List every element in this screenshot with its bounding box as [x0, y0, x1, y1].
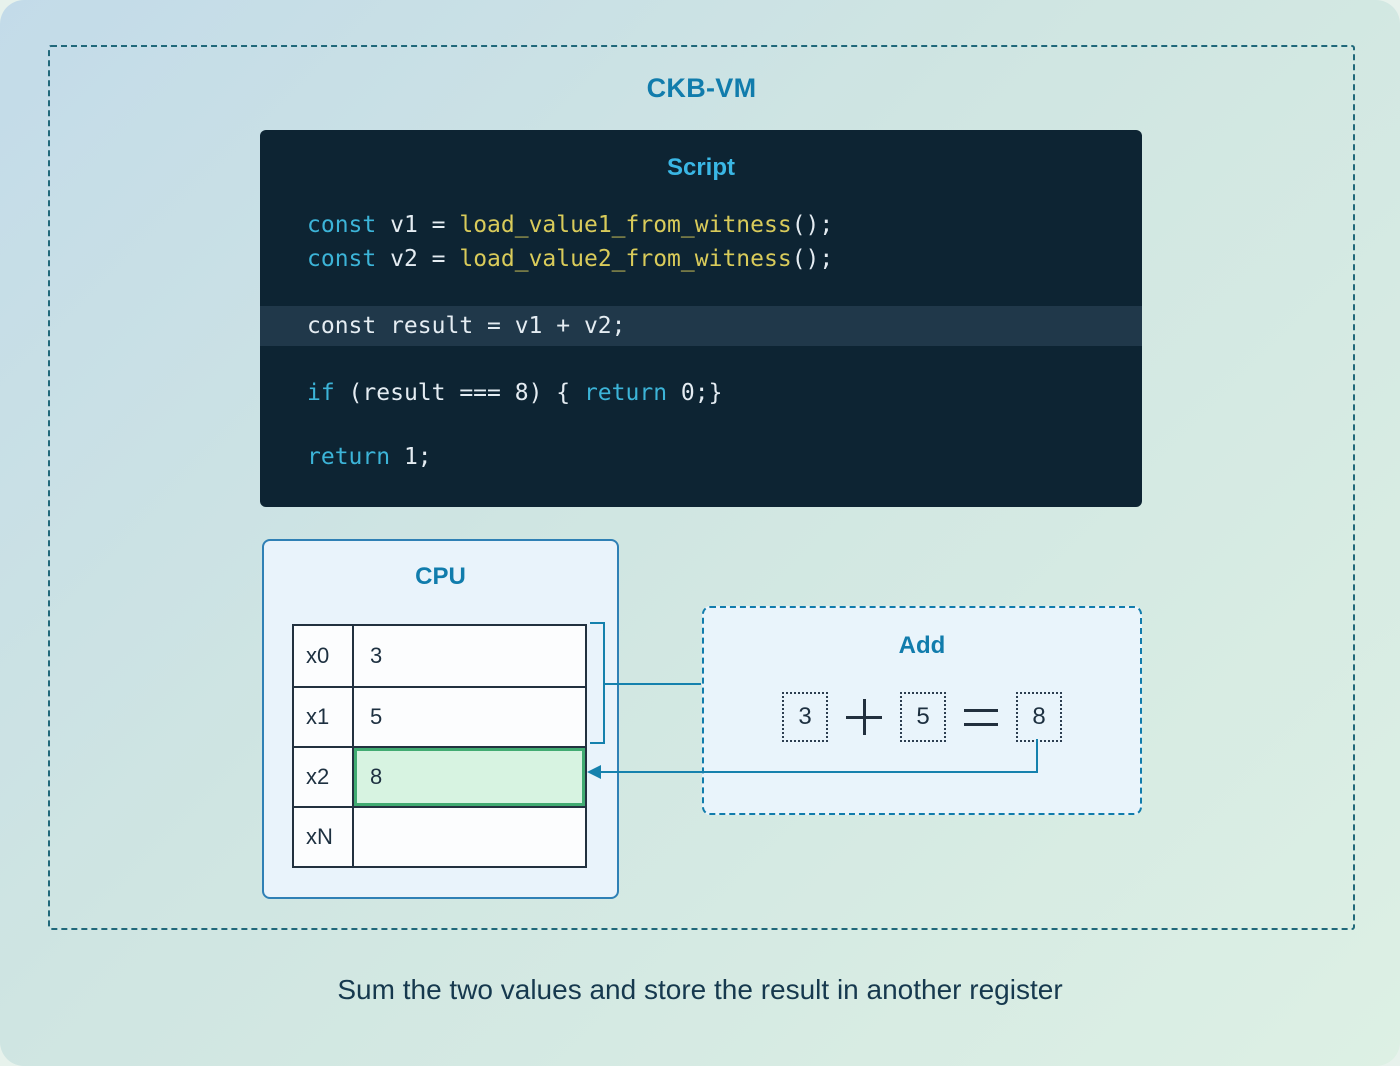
code-token-function: load_value2_from_witness	[459, 246, 792, 272]
caption: Sum the two values and store the result …	[337, 974, 1063, 1005]
code-token-plain: 1;	[390, 444, 432, 470]
script-title: Script	[666, 154, 735, 181]
register-row-x0: x0 3	[294, 626, 585, 686]
code-token-plain: v1 =	[376, 212, 460, 238]
code-token-plain: 0;}	[667, 380, 723, 406]
code-token-plain: const result = v1 + v2;	[307, 313, 626, 339]
script-panel: Script const v1 = load_value1_from_witne…	[260, 130, 1142, 507]
equals-icon: =	[964, 708, 998, 726]
operand-2: 5	[900, 692, 946, 742]
register-row-x1: x1 5	[294, 686, 585, 746]
plus-sign-text: +	[846, 699, 847, 700]
script-code: const v1 = load_value1_from_witness();co…	[260, 208, 1142, 474]
code-token-keyword: const	[307, 246, 377, 272]
register-name: xN	[294, 808, 354, 866]
vm-title: CKB-VM	[646, 73, 757, 103]
add-title: Add	[898, 632, 946, 659]
code-line: const v1 = load_value1_from_witness();	[260, 208, 1142, 242]
code-line: return 1;	[260, 440, 1142, 474]
code-line-blank	[260, 410, 1142, 440]
result-value: 8	[1016, 692, 1062, 742]
code-token-keyword: const	[307, 212, 377, 238]
register-value: 5	[370, 704, 383, 729]
register-name: x2	[294, 748, 354, 806]
add-panel: Add 3 + 5 = 8	[702, 606, 1142, 815]
code-token-plain: v2 =	[376, 246, 460, 272]
code-token-function: load_value1_from_witness	[459, 212, 792, 238]
code-line: const v2 = load_value2_from_witness();	[260, 242, 1142, 276]
code-line-highlighted: const result = v1 + v2;	[260, 306, 1142, 346]
register-name: x1	[294, 688, 354, 746]
code-token-keyword: return	[583, 380, 668, 406]
register-value: 8	[354, 748, 585, 806]
cpu-title: CPU	[415, 563, 466, 590]
register-value	[354, 808, 585, 866]
code-line-blank	[260, 276, 1142, 306]
code-token-keyword: return	[307, 444, 391, 470]
code-line-blank	[260, 346, 1142, 376]
plus-icon: +	[846, 699, 882, 735]
operand-1: 3	[782, 692, 828, 742]
register-value: 3	[370, 643, 383, 668]
code-token-plain: ();	[791, 246, 834, 272]
code-token-plain: ();	[791, 212, 834, 238]
ckb-vm-container: CKB-VM Script const v1 = load_value1_fro…	[48, 45, 1355, 930]
code-token-keyword: if	[307, 380, 335, 406]
add-equation: 3 + 5 = 8	[704, 692, 1140, 742]
code-line: if (result === 8) { return 0;}	[260, 376, 1142, 410]
code-token-plain: (result === 8) {	[334, 380, 584, 406]
register-name: x0	[294, 626, 354, 686]
register-row-xN: xN	[294, 806, 585, 866]
